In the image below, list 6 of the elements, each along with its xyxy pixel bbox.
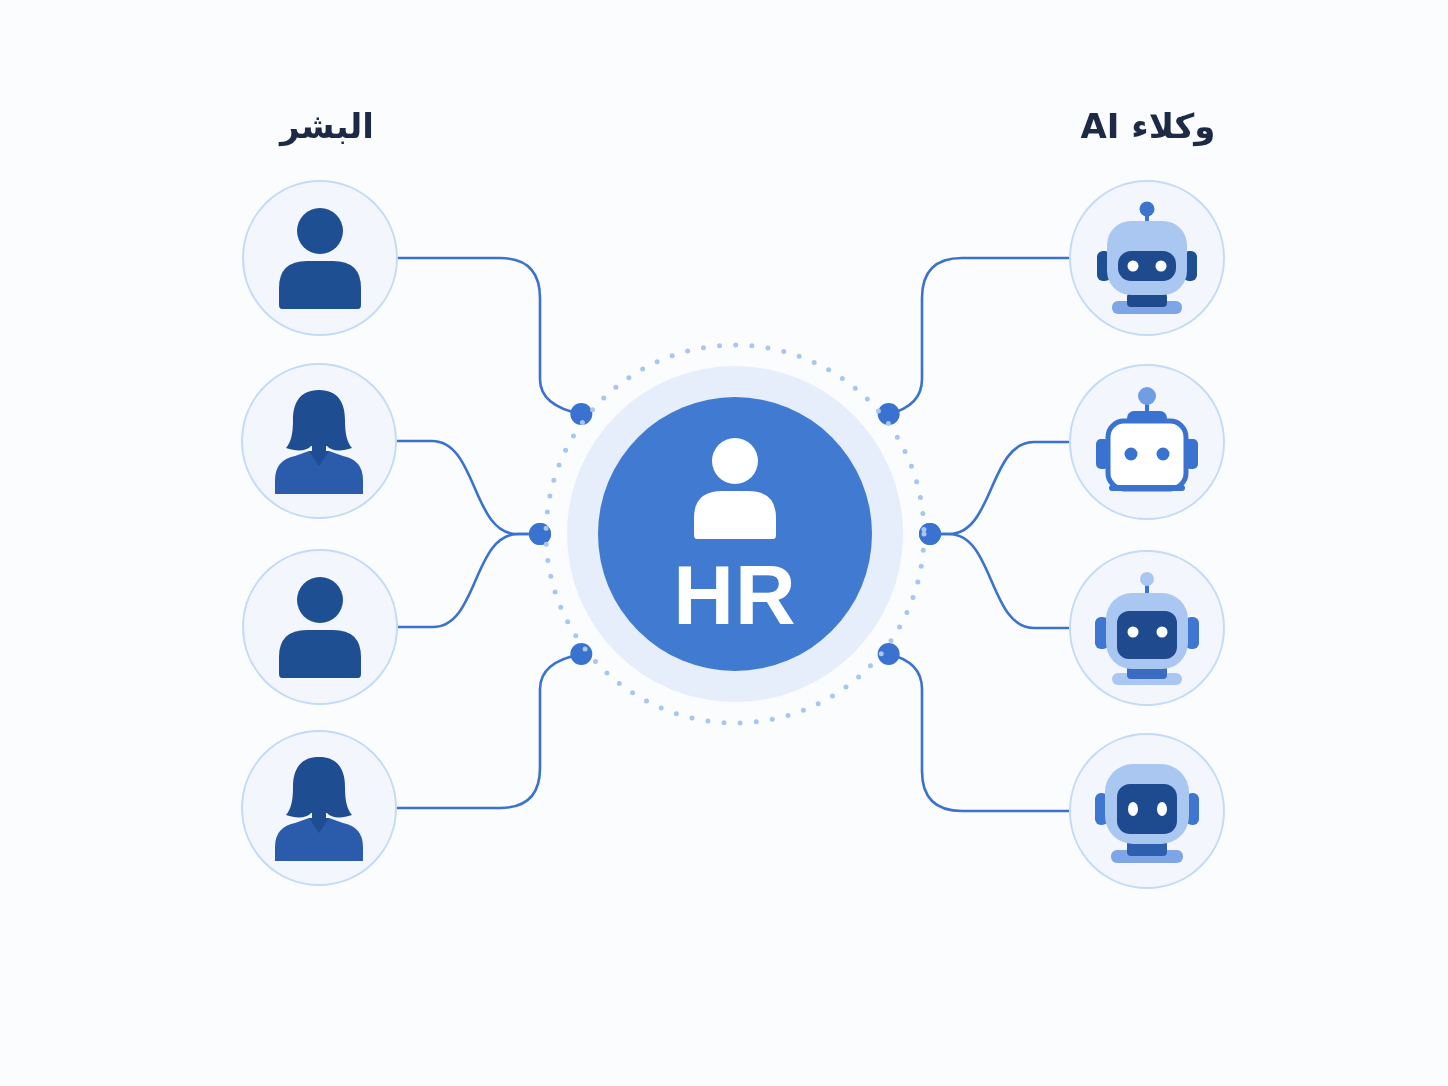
connector <box>877 256 1071 425</box>
connector <box>877 643 1071 813</box>
connector <box>919 523 1071 630</box>
hub-label: HR <box>673 552 797 637</box>
column-heading: وكلاء AI <box>1079 105 1217 148</box>
column-heading: البشر <box>277 105 376 148</box>
